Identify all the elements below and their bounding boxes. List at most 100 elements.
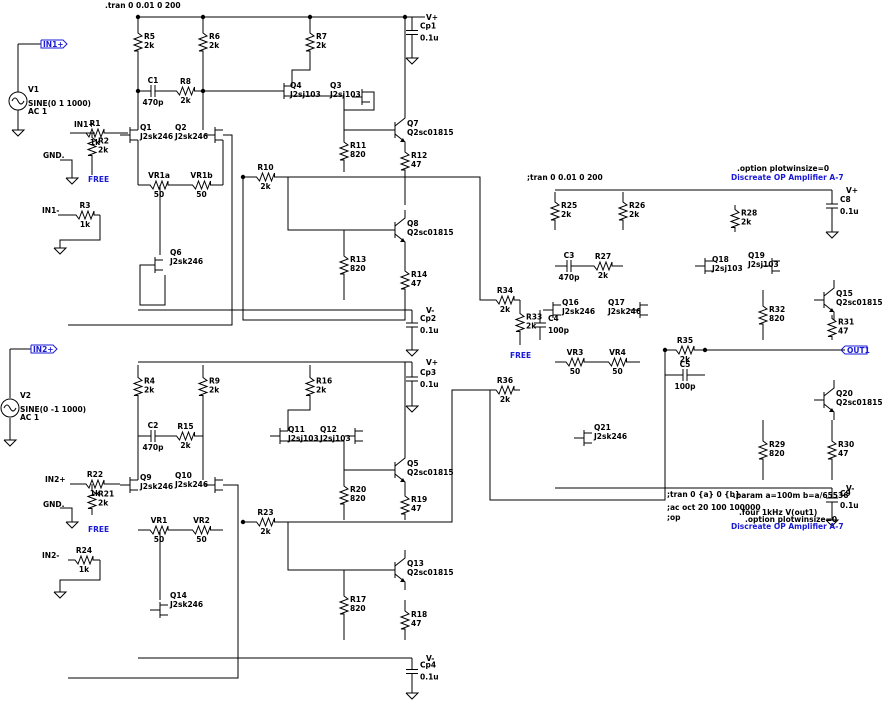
label-c1: C1: [148, 76, 159, 85]
label-r31: R31: [838, 318, 854, 327]
net-tag: [40, 39, 68, 49]
label-r36: R36: [497, 376, 513, 385]
label-r36v: 2k: [500, 395, 511, 404]
label-vplus: V+: [426, 358, 438, 367]
transistor-arrow: [829, 308, 834, 312]
label-r30v: 47: [838, 449, 848, 458]
resistor-r24: [68, 554, 100, 566]
wire: [291, 64, 311, 86]
label-r17v: 820: [350, 604, 366, 613]
label-in1p: IN1+: [74, 120, 95, 129]
resistor-r12: [399, 150, 411, 172]
resistor-vr1: [138, 524, 180, 536]
resistor-r22: [70, 478, 120, 490]
label-q15t: Q2sc01815: [836, 298, 882, 307]
label-vr4: VR4: [609, 348, 626, 357]
label-vminus: V-: [426, 306, 434, 315]
label-r15: R15: [177, 422, 193, 431]
label-q14: Q14: [170, 591, 187, 600]
label-r13: R13: [350, 255, 366, 264]
resistor-r18: [399, 600, 411, 640]
label-cp2: Cp2: [420, 314, 436, 323]
label-c2v: 470p: [142, 443, 164, 452]
label-in2m: IN2-: [42, 551, 59, 560]
label-r1: R1: [90, 119, 101, 128]
resistor-r21: [86, 484, 98, 515]
label-r29: R29: [769, 440, 785, 449]
label-r23v: 2k: [260, 527, 271, 536]
label-r20v: 820: [350, 494, 366, 503]
resistor-r31: [826, 315, 838, 340]
wire: [53, 247, 68, 255]
label-c3: C3: [564, 251, 575, 260]
label-op: ;op: [667, 513, 681, 522]
label-q12: Q12: [320, 425, 337, 434]
label-r8v: 2k: [180, 96, 191, 105]
junction-dot: [307, 14, 313, 20]
label-q4: Q4: [290, 81, 302, 90]
label-r3: R3: [80, 201, 91, 210]
label-r19: R19: [411, 495, 427, 504]
label-cp4: Cp4: [420, 661, 436, 670]
resistor-r6: [197, 20, 209, 64]
label-r4: R4: [144, 377, 155, 386]
label-four: .four 1kHz V(out1): [739, 508, 817, 517]
label-free: FREE: [88, 175, 109, 184]
wire: [60, 159, 73, 178]
transistor-arrow: [829, 408, 834, 412]
label-r28v: 2k: [741, 218, 752, 227]
resistor-r35: [665, 344, 705, 356]
label-r31v: 47: [838, 327, 848, 336]
label-q3: Q3: [330, 81, 342, 90]
resistor-r13: [338, 230, 350, 300]
label-r34v: 2k: [500, 305, 511, 314]
label-cp4v: 0.1u: [420, 673, 439, 682]
label-q20t: Q2sc01815: [836, 398, 882, 407]
resistor-r28: [729, 205, 741, 232]
label-param: .param a=100m b=a/65536: [733, 491, 848, 500]
transistor-arrow: [400, 238, 405, 242]
wire: [825, 231, 840, 239]
label-r10: R10: [257, 163, 273, 172]
label-free: FREE: [510, 351, 531, 360]
label-q4t: J2sj103: [289, 90, 321, 99]
label-r8: R8: [180, 77, 191, 86]
resistor-vr1b: [180, 179, 223, 191]
resistor-r26: [617, 192, 629, 230]
label-q16t: J2sk246: [561, 307, 595, 316]
wire: [139, 264, 166, 306]
label-q9: Q9: [140, 473, 152, 482]
junction-dot: [402, 14, 408, 20]
label-r22: R22: [87, 470, 103, 479]
wire: [59, 560, 101, 592]
wire: [53, 591, 68, 599]
label-out1: OUT1: [847, 346, 870, 355]
label-q19t: J2sj103: [747, 260, 779, 269]
label-q9t: J2sk246: [139, 482, 173, 491]
label-q21: Q21: [594, 423, 611, 432]
wire: [11, 129, 26, 137]
label-r16: R16: [316, 377, 332, 386]
label-q1: Q1: [140, 123, 152, 132]
label-q7: Q7: [407, 119, 419, 128]
label-name: V2: [20, 391, 31, 400]
label-r11: R11: [350, 141, 366, 150]
label-r18v: 47: [411, 619, 421, 628]
label-vplus: V+: [846, 186, 858, 195]
label-r10v: 2k: [260, 182, 271, 191]
resistor-r17: [338, 570, 350, 640]
label-r4v: 2k: [144, 386, 155, 395]
label-in1p_tag: IN1+: [43, 40, 64, 49]
label-c4: C4: [548, 314, 559, 323]
resistor-r25: [549, 192, 561, 230]
label-q5t: Q2sc01815: [407, 468, 454, 477]
label-tran_top: .tran 0 0.01 0 200: [105, 1, 181, 10]
label-r9v: 2k: [209, 386, 220, 395]
resistor-r19: [399, 490, 411, 520]
label-vr1: VR1: [151, 516, 168, 525]
label-vr1av: 50: [154, 190, 164, 199]
wire: [288, 176, 490, 301]
resistor-r34: [490, 294, 520, 306]
label-q14t: J2sk246: [169, 600, 203, 609]
transistor-arrow: [400, 478, 405, 482]
